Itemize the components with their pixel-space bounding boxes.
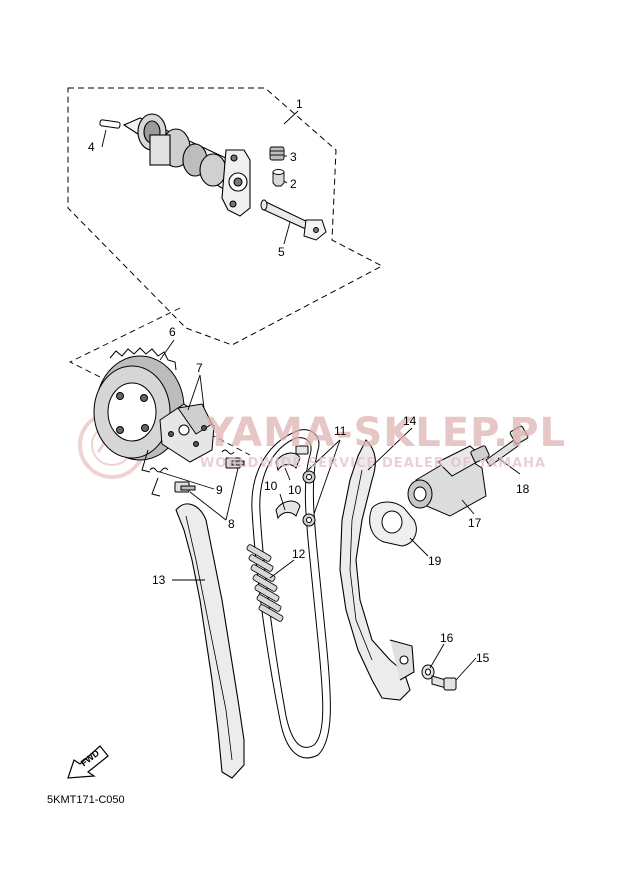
bolt-part-8 (174, 457, 245, 493)
callout-4: 4 (88, 140, 95, 154)
callout-10-upper: 10 (288, 483, 302, 497)
callout-16: 16 (440, 631, 454, 645)
spring-part-3 (269, 146, 285, 161)
sprocket-group-dashed-outline (68, 307, 251, 456)
callout-2: 2 (290, 177, 297, 191)
callout-1: 1 (296, 97, 303, 111)
callout-18: 18 (516, 482, 530, 496)
bolt-part-18 (485, 425, 529, 467)
callout-8: 8 (228, 517, 235, 531)
weight-part-2 (272, 169, 285, 187)
tensioner-guide-part-14 (339, 439, 415, 701)
camshaft (122, 113, 251, 217)
bolt-part-15 (431, 675, 457, 691)
guide-pin-part-10 (275, 445, 309, 520)
callout-17: 17 (468, 516, 482, 530)
dowel-pin-part-4 (99, 119, 121, 129)
fwd-arrow-icon (67, 745, 109, 779)
chain-links-detail (246, 544, 284, 622)
callout-6: 6 (169, 325, 176, 339)
callout-19: 19 (428, 554, 442, 568)
gasket-part-19 (369, 501, 417, 547)
callout-14: 14 (403, 414, 417, 428)
watermark-text: YAMA-SKLEP.PL (205, 410, 567, 456)
timing-chain-part-12 (251, 429, 331, 759)
callout-11: 11 (334, 424, 347, 438)
callout-10-lower: 10 (264, 479, 278, 493)
callout-5: 5 (278, 245, 285, 259)
watermark-subtitle: WORLDWIDE SERVICE DEALER OF YAMAHA (200, 456, 547, 471)
spring-part-9 (149, 449, 235, 473)
callout-3: 3 (290, 150, 297, 164)
decompression-shaft-part-5 (260, 199, 327, 241)
bracket-lines (141, 449, 161, 497)
diagram-code: 5KMT171-C050 (47, 794, 125, 806)
decompressor-plate-part-7 (159, 403, 215, 463)
callout-9: 9 (216, 483, 223, 497)
callout-7: 7 (196, 361, 203, 375)
washer-part-16 (421, 664, 435, 680)
chain-tensioner-part-17 (407, 445, 490, 517)
leader-lines (101, 110, 521, 681)
callout-15: 15 (476, 651, 490, 665)
callout-13: 13 (152, 573, 166, 587)
chain-guide-part-13 (175, 503, 245, 779)
callout-12: 12 (292, 547, 306, 561)
bolt-part-11 (302, 470, 316, 527)
